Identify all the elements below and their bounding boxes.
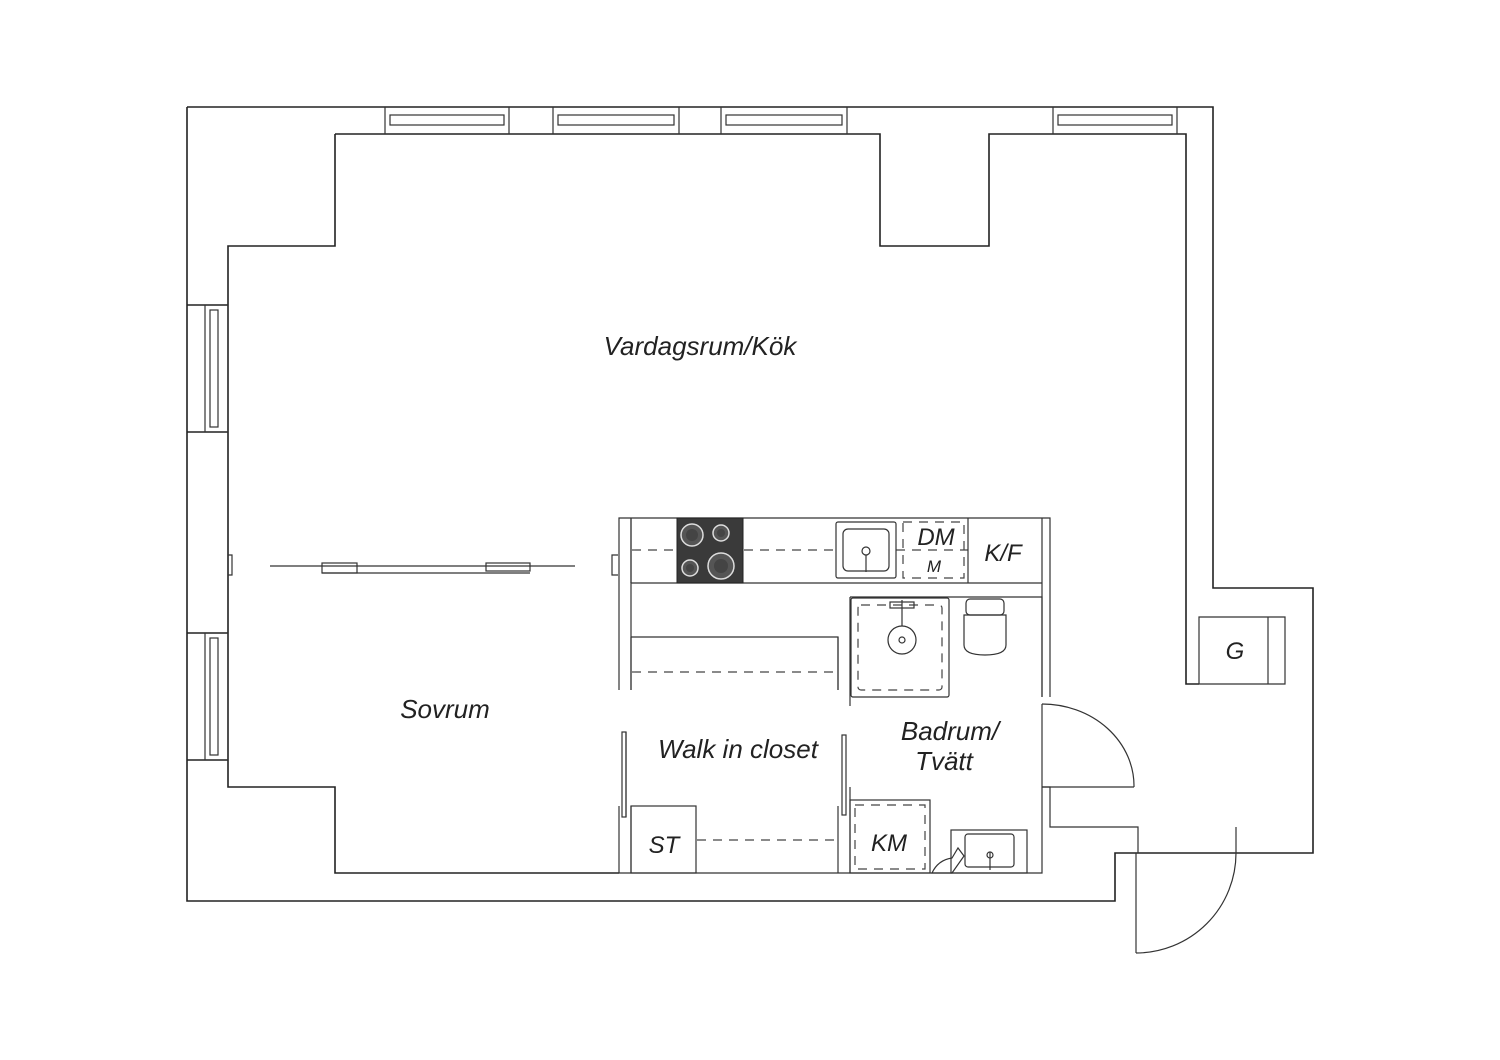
sliding-door [270,562,575,574]
dishwasher: DM M [902,521,965,579]
wardrobe [1198,616,1286,685]
window-left-1 [204,304,229,433]
window-top-1 [384,106,510,135]
washing-machine-label: KM [871,830,907,857]
outer-wall [186,106,1314,902]
stove-icon [676,517,744,584]
entrance-door [1135,827,1237,954]
fridge-freezer-label: K/F [984,540,1023,567]
window-top-4 [1052,106,1178,135]
microwave-label: M [927,557,942,576]
bathroom-label-line1: Badrum/ [901,716,1002,746]
walk-in-closet [618,636,850,874]
kitchen-sink-icon [835,521,897,579]
shower-icon [850,597,950,698]
window-top-2 [552,106,680,135]
washing-machine [849,799,931,874]
fridge-freezer: K/F [984,540,1023,567]
window-left-2 [204,632,229,761]
dishwasher-label: DM [917,524,954,551]
living-kitchen-label: Vardagsrum/Kök [604,331,799,361]
bathroom-sink-icon [931,829,1028,874]
bathroom-label-line2: Tvätt [915,746,975,776]
walk-in-closet-label: Walk in closet [658,734,820,764]
bedroom-label: Sovrum [400,694,490,724]
toilet-icon [963,598,1007,656]
storage-label: ST [649,832,682,859]
window-top-3 [720,106,848,135]
wardrobe-label: G [1226,638,1245,665]
